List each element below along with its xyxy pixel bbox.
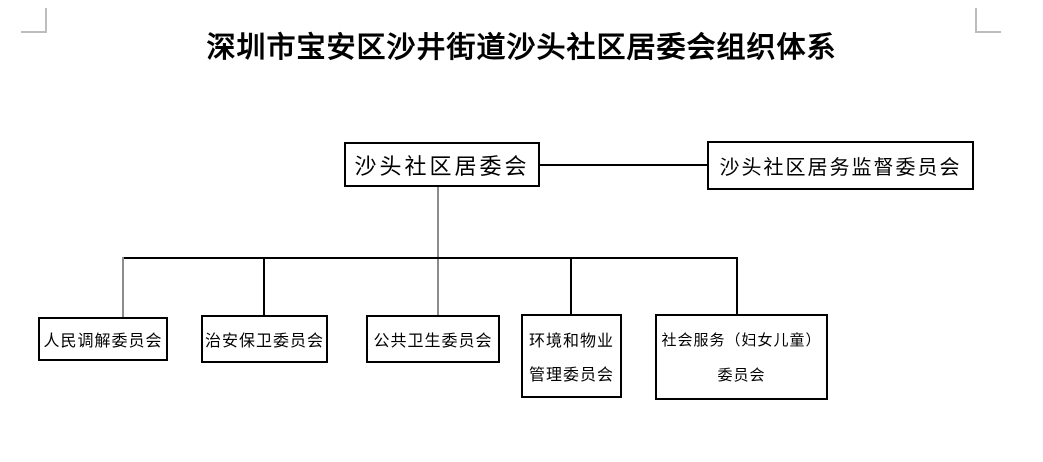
org-box-dept-label: 治安保卫委员会 [204, 333, 324, 350]
page-margin-mark-top-left [21, 8, 47, 33]
org-box-dept-environment-property[interactable]: 环境和物业 管理委员会 [521, 314, 622, 398]
connector-drop-dept-5 [736, 257, 738, 314]
connector-root-trunk [437, 187, 439, 315]
org-box-supervision-label: 沙头社区居务监督委员会 [719, 157, 962, 179]
org-box-dept-social-services[interactable]: 社会服务（妇女儿童） 委员会 [655, 314, 828, 400]
org-box-dept-label: 人民调解委员会 [43, 333, 163, 350]
connector-drop-dept-2 [263, 257, 265, 315]
org-box-supervision[interactable]: 沙头社区居务监督委员会 [707, 141, 974, 190]
connector-root-to-supervision [540, 164, 707, 166]
org-box-root-label: 沙头社区居委会 [354, 153, 530, 179]
org-box-root[interactable]: 沙头社区居委会 [344, 142, 540, 187]
org-box-dept-security[interactable]: 治安保卫委员会 [201, 315, 328, 363]
org-box-dept-label-line1: 环境和物业 [528, 333, 614, 350]
chart-title: 深圳市宝安区沙井街道沙头社区居委会组织体系 [206, 32, 837, 64]
page-margin-mark-top-right [975, 8, 1001, 33]
org-box-dept-mediation[interactable]: 人民调解委员会 [38, 317, 168, 361]
connector-drop-dept-1 [122, 257, 124, 317]
org-box-dept-label-line1: 社会服务（妇女儿童） [661, 333, 822, 349]
org-box-dept-label-line2: 委员会 [717, 368, 766, 384]
org-box-dept-public-health[interactable]: 公共卫生委员会 [366, 315, 500, 363]
org-box-dept-label-line2: 管理委员会 [528, 367, 614, 384]
connector-rail [122, 257, 738, 259]
org-box-dept-label: 公共卫生委员会 [373, 333, 493, 350]
connector-drop-dept-4 [570, 257, 572, 314]
